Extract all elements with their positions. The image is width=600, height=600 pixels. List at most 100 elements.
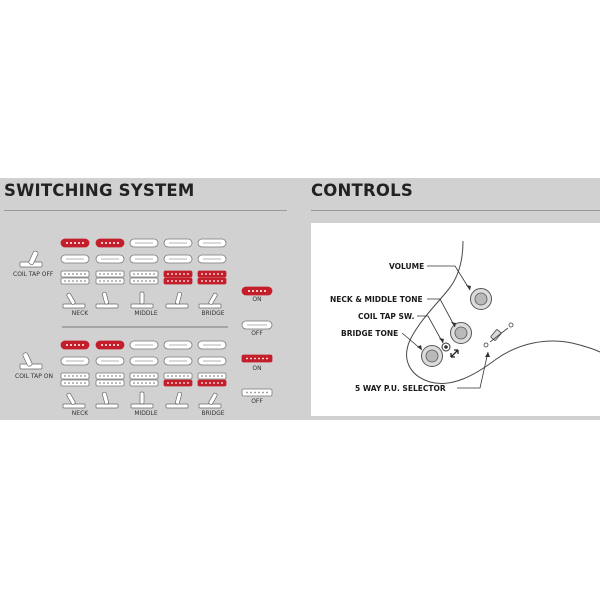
position-label-neck: NECK [71,410,89,417]
pole-piece [68,280,70,282]
pole-piece [111,382,113,384]
pole-piece [109,242,111,244]
pole-piece [76,273,78,275]
pole-piece [187,375,189,377]
pole-piece [201,280,203,282]
coil-tap-switch-label: COIL TAP SW. [358,312,415,321]
pole-piece [72,273,74,275]
pole-piece [248,290,250,292]
humbucker-coil-icon [60,277,90,285]
legend-off-label: OFF [251,398,263,405]
pole-piece [209,280,211,282]
pole-piece [183,375,185,377]
pole-piece [201,273,203,275]
pole-piece [213,273,215,275]
pole-piece [68,382,70,384]
pole-piece [133,280,135,282]
coil-tap-toggle-lever-icon [28,250,39,265]
selector-lever-icon [175,391,183,405]
pole-piece [115,273,117,275]
pole-piece [187,273,189,275]
pole-piece [107,273,109,275]
pole-piece [78,344,80,346]
pole-piece [266,391,268,394]
pole-piece [221,273,223,275]
pickup-selector-switch [483,322,514,348]
pole-piece [133,273,135,275]
pole-piece [187,382,189,384]
pole-piece [133,375,135,377]
pole-piece [179,280,181,282]
pole-piece [256,290,258,292]
pole-piece [84,375,86,377]
coil-tap-on-label: COIL TAP ON [15,373,53,380]
legend-on-icon [241,354,273,363]
pole-piece [70,344,72,346]
pole-piece [119,382,121,384]
pole-piece [103,382,105,384]
pole-piece [145,382,147,384]
pole-piece [119,280,121,282]
pole-piece [179,375,181,377]
pole-piece [250,391,252,394]
pole-piece [141,273,143,275]
pole-piece [141,280,143,282]
pole-piece [68,273,70,275]
pole-piece [78,242,80,244]
pole-piece [107,375,109,377]
selector-lever-icon [101,291,109,305]
pole-piece [171,382,173,384]
pole-piece [107,382,109,384]
pole-piece [221,375,223,377]
pole-piece [66,242,68,244]
pole-piece [250,357,252,360]
pole-piece [264,290,266,292]
pole-piece [145,280,147,282]
pole-piece [183,382,185,384]
legend-off-icon [241,388,273,397]
humbucker-coil-icon [60,379,90,387]
humbucker-coil-icon [129,379,159,387]
coil-tap-toggle-lever-icon [22,352,33,367]
pole-piece [167,273,169,275]
pole-piece [262,357,264,360]
pole-piece [209,273,211,275]
pole-piece [105,344,107,346]
pole-piece [254,391,256,394]
humbucker-coil-icon [129,372,159,380]
position-label-neck: NECK [71,310,89,317]
pole-piece [153,273,155,275]
humbucker-coil-icon [197,379,227,387]
pole-piece [175,280,177,282]
pole-piece [153,382,155,384]
controls-title: CONTROLS [311,181,413,200]
switch-direction-arrow-icon [450,349,459,358]
legend-on-label: ON [252,296,262,303]
controls-title-divider [311,210,600,211]
pole-piece [175,382,177,384]
pole-piece [149,273,151,275]
pole-piece [115,382,117,384]
pole-piece [175,273,177,275]
humbucker-coil-icon [163,277,193,285]
pole-piece [80,273,82,275]
pole-piece [179,273,181,275]
legend-off-label: OFF [251,330,263,337]
pole-piece [153,375,155,377]
pole-piece [64,375,66,377]
pole-piece [72,375,74,377]
volume-label: VOLUME [389,262,424,271]
pole-piece [260,290,262,292]
pole-piece [187,280,189,282]
pole-piece [72,280,74,282]
pole-piece [113,242,115,244]
pole-piece [183,280,185,282]
pole-piece [99,382,101,384]
pole-piece [141,375,143,377]
leader-lines [401,265,489,389]
pole-piece [99,375,101,377]
pole-piece [107,280,109,282]
guitar-body-outline [406,240,600,384]
pole-piece [137,382,139,384]
